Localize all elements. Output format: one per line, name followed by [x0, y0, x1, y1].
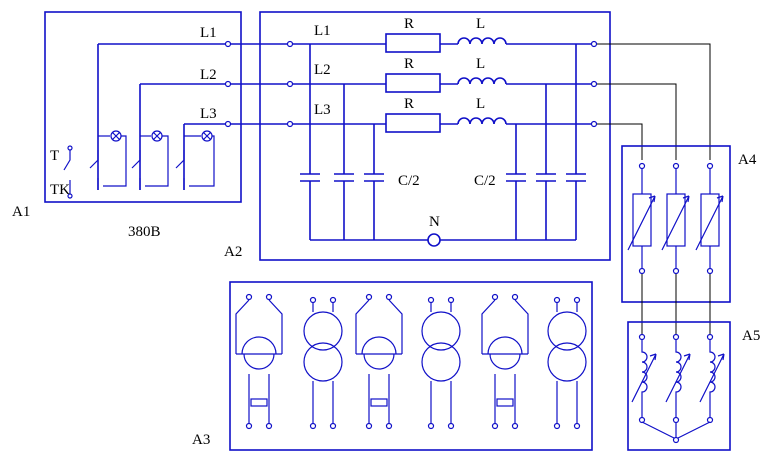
inductor-l3 [457, 117, 507, 125]
switch-l1 [89, 150, 99, 190]
resistor-r3 [385, 113, 441, 133]
label-a2-l1: L1 [314, 23, 331, 39]
label-a3: A3 [192, 432, 210, 448]
neutral-terminal [427, 233, 441, 247]
a5-frame [627, 321, 731, 451]
label-a1-l2: L2 [200, 67, 217, 83]
a4-a5-wires [641, 274, 711, 334]
transformer-unit-4 [421, 296, 461, 430]
variable-inductor-3 [699, 333, 725, 418]
indicator-lamp-3 [184, 130, 215, 187]
indicator-lamp-1 [98, 130, 127, 187]
capacitor-bank-right [506, 44, 586, 240]
label-a2-l3: L3 [314, 102, 331, 118]
label-ind2: L [476, 56, 485, 72]
block-a5 [627, 321, 731, 451]
label-a4: A4 [738, 152, 757, 168]
label-c-right: C/2 [474, 173, 496, 189]
a3-frame [229, 281, 593, 451]
transformer-unit-3 [355, 293, 403, 430]
a1-terminal-l1 [224, 40, 232, 48]
transformer-unit-1 [235, 293, 283, 430]
label-a5: A5 [742, 328, 760, 344]
block-a3 [229, 281, 593, 451]
label-r3: R [404, 96, 414, 112]
inductor-l1 [457, 37, 507, 45]
label-neutral: N [429, 214, 440, 230]
label-r1: R [404, 16, 414, 32]
resistor-r2 [385, 73, 441, 93]
variable-inductor-1 [631, 333, 657, 418]
label-a1-l1: L1 [200, 25, 217, 41]
a1-terminal-l3 [224, 120, 232, 128]
capacitor-bank-left [300, 44, 384, 240]
transformer-unit-5 [481, 293, 529, 430]
transformer-unit-6 [547, 296, 587, 430]
variable-resistor-3 [695, 162, 724, 275]
block-a4 [621, 145, 731, 303]
a2-a4-wires [597, 43, 711, 160]
variable-resistor-1 [627, 162, 656, 275]
label-a2-l2: L2 [314, 62, 331, 78]
inductor-l2 [457, 77, 507, 85]
label-t: T [50, 148, 59, 164]
a5-star-point [641, 421, 711, 439]
label-a2: A2 [224, 244, 242, 260]
a1-terminal-l2 [224, 80, 232, 88]
resistor-r1 [385, 33, 441, 53]
label-c-left: C/2 [398, 173, 420, 189]
label-ind3: L [476, 96, 485, 112]
label-ind1: L [476, 16, 485, 32]
block-a2: L1 L2 L3 R R R L L L C/2 C/2 N [259, 11, 611, 261]
switch-l2 [131, 150, 141, 190]
label-a1-l3: L3 [200, 106, 217, 122]
block-a1: T TK L1 L2 L3 [44, 11, 242, 203]
indicator-lamp-2 [140, 130, 169, 187]
variable-inductor-2 [665, 333, 691, 418]
switch-l3 [175, 150, 185, 190]
label-r2: R [404, 56, 414, 72]
label-a1: A1 [12, 204, 30, 220]
label-voltage: 380B [128, 224, 161, 240]
tk-contact [63, 145, 73, 199]
variable-resistor-2 [661, 162, 690, 275]
label-tk: TK [50, 182, 70, 198]
transformer-unit-2 [303, 296, 343, 430]
a1-frame [44, 11, 242, 203]
a2-frame [259, 11, 611, 261]
